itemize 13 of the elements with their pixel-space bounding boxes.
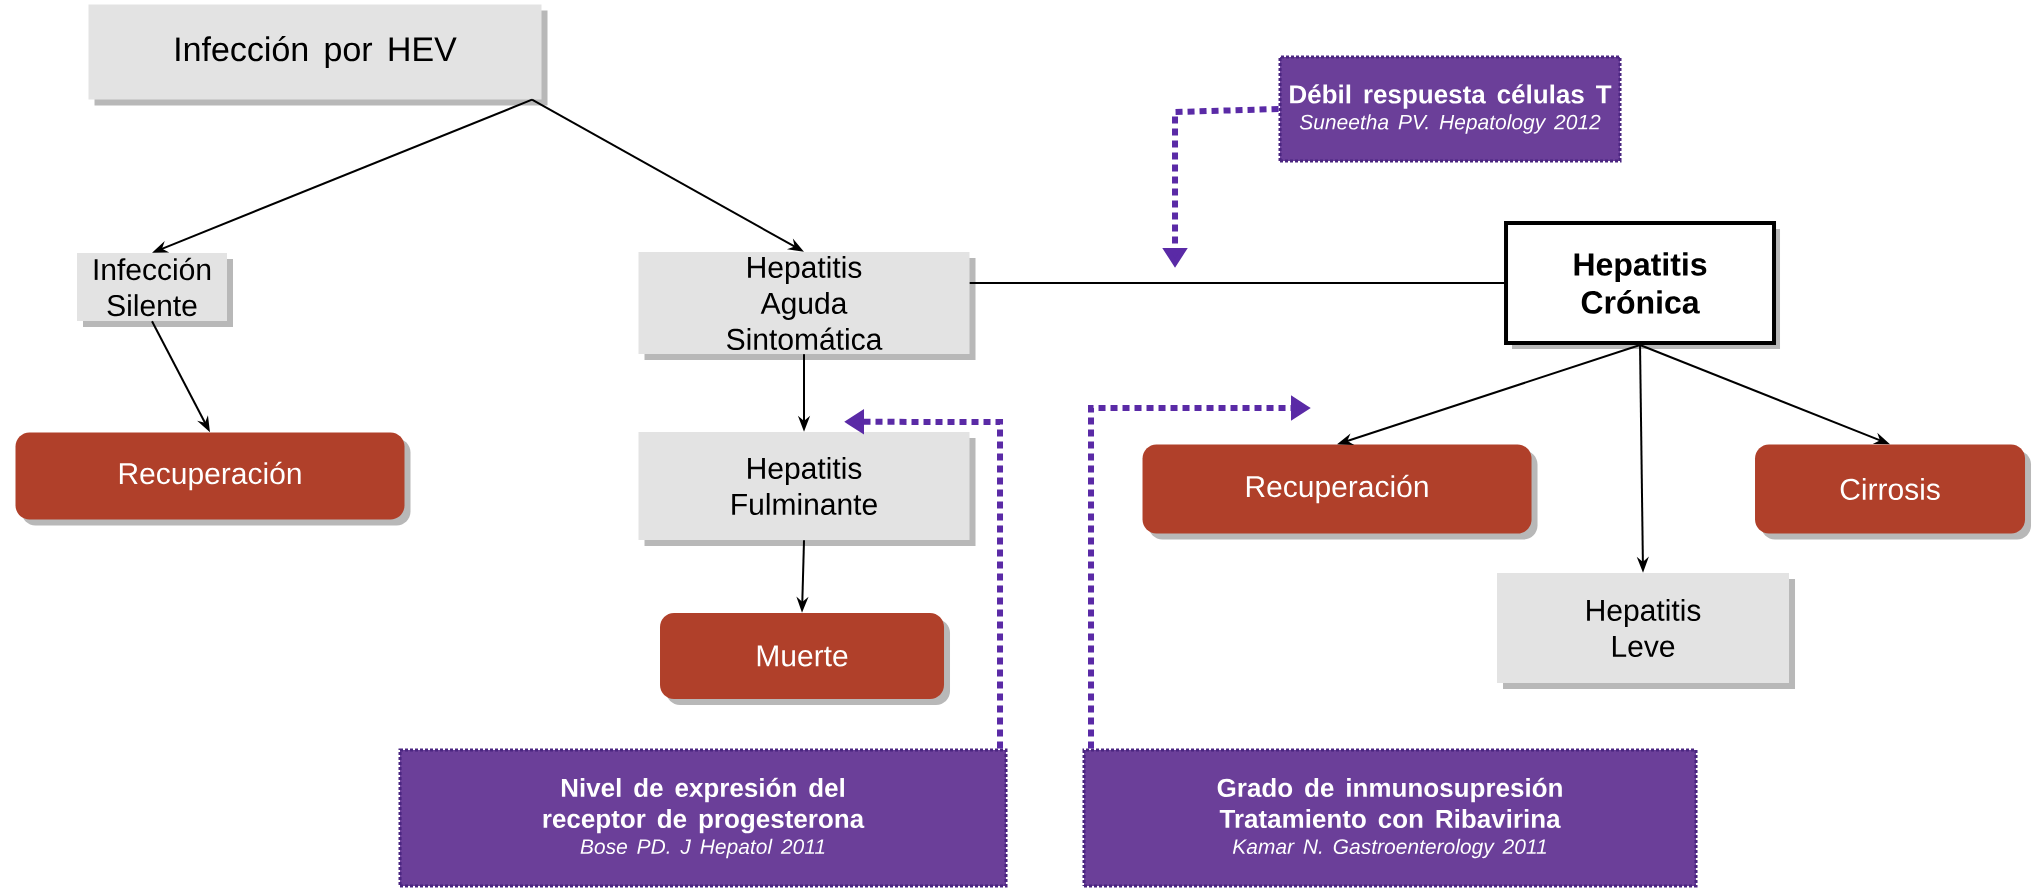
process-box: Hepatitis Leve xyxy=(1497,573,1795,689)
outcome-box: Muerte xyxy=(660,613,950,705)
factor-box: Nivel de expresión del receptor de progesterona Bose PD. J Hepatol 2011 xyxy=(398,748,1008,888)
outcome-box: Cirrosis xyxy=(1755,444,2031,540)
process-box: Hepatitis Fulminante xyxy=(638,432,976,546)
process-box: Infección Silente xyxy=(77,253,233,327)
process-box: Infección por HEV xyxy=(88,4,548,106)
process-box: Hepatitis Aguda Sintomática xyxy=(638,252,976,360)
process-box: Hepatitis Crónica xyxy=(1504,221,1780,349)
outcome-box: Recuperación xyxy=(15,432,411,526)
factor-box: Débil respuesta células T Suneetha PV. Hepatology 2012 xyxy=(1278,55,1622,163)
outcome-box: Recuperación xyxy=(1142,444,1538,540)
factor-box: Grado de inmunosupresión Tratamiento con Ribavirina Kamar N. Gastroenterology 2011 xyxy=(1082,748,1698,888)
